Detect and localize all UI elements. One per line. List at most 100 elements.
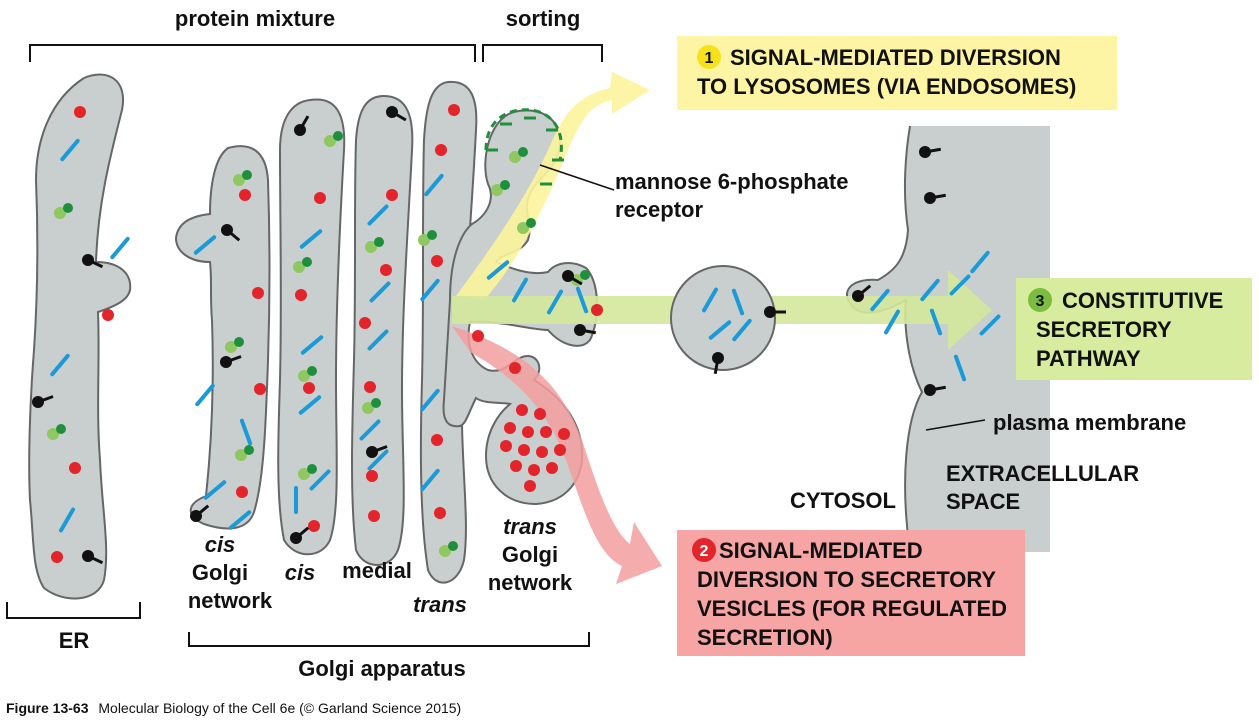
- trans-cisterna-label: trans: [413, 592, 467, 617]
- figure-caption: Figure 13-63 Molecular Biology of the Ce…: [6, 700, 461, 716]
- red-protein: [366, 470, 378, 482]
- er-cisterna: [28, 73, 132, 600]
- blue-protein: [369, 281, 391, 303]
- pathway-badge-1: [697, 45, 721, 69]
- mannose-receptor-label-line1: mannose 6-phosphate: [615, 169, 848, 194]
- red-protein: [540, 426, 552, 438]
- blue-protein: [420, 468, 440, 492]
- blue-protein: [60, 138, 80, 162]
- pathway-number-3: 3: [1036, 293, 1045, 310]
- green-protein-light: [439, 545, 451, 557]
- green-protein-light: [517, 222, 529, 234]
- figure-number: Figure 13-63: [6, 700, 89, 716]
- receptor-head: [82, 550, 94, 562]
- green-protein-light: [233, 174, 245, 186]
- blue-protein: [299, 229, 323, 249]
- cis-golgi-network-label-line3: network: [188, 588, 273, 613]
- red-protein: [102, 309, 114, 321]
- green-protein-dark: [580, 270, 590, 280]
- green-protein-dark: [500, 180, 510, 190]
- receptor-head: [32, 396, 44, 408]
- green-protein-dark: [302, 257, 312, 267]
- blue-protein: [239, 418, 253, 446]
- receptor-head: [294, 124, 306, 136]
- golgi-apparatus-bracket: [188, 632, 590, 647]
- green-protein-light: [298, 468, 310, 480]
- receptor-head: [924, 384, 936, 396]
- pathway-box-1-bg: [677, 36, 1117, 110]
- green-protein-light: [298, 370, 310, 382]
- green-protein-light: [418, 234, 430, 246]
- red-protein: [534, 408, 546, 420]
- pathway-2-line1: SIGNAL-MEDIATED: [719, 538, 923, 563]
- receptor-coat: [484, 108, 563, 161]
- red-protein: [69, 462, 81, 474]
- cis-golgi-network: [174, 145, 271, 530]
- red-protein: [380, 264, 392, 276]
- green-protein-light: [47, 428, 59, 440]
- green-protein-light: [491, 184, 503, 196]
- pathway-box-regulated: 2 SIGNAL-MEDIATED DIVERSION TO SECRETORY…: [677, 530, 1025, 656]
- red-protein: [303, 382, 315, 394]
- red-protein: [554, 444, 566, 456]
- mannose-receptor-label-line2: receptor: [615, 197, 703, 222]
- protein-mixture-label: protein mixture: [175, 6, 335, 31]
- green-protein-dark: [244, 445, 254, 455]
- green-protein-light: [225, 341, 237, 353]
- blue-protein: [979, 314, 1001, 336]
- red-protein: [509, 362, 521, 374]
- red-protein: [504, 422, 516, 434]
- blue-protein: [300, 335, 324, 355]
- extracellular-space-label-line1: EXTRACELLULAR: [946, 461, 1139, 486]
- blue-protein: [309, 469, 331, 491]
- green-protein-dark: [307, 464, 317, 474]
- trans-golgi-network-label-line3: network: [488, 570, 573, 595]
- red-protein: [434, 507, 446, 519]
- pathway-badge-2: [692, 538, 716, 562]
- blue-protein: [59, 507, 75, 533]
- red-protein: [516, 404, 528, 416]
- green-protein-dark: [448, 541, 458, 551]
- sorting-bracket: [482, 44, 603, 62]
- red-protein: [295, 289, 307, 301]
- blue-protein: [367, 449, 389, 471]
- blue-protein: [575, 286, 589, 314]
- green-protein-light: [324, 135, 336, 147]
- blue-protein: [486, 260, 510, 280]
- red-protein: [368, 510, 380, 522]
- blue-protein: [547, 289, 563, 315]
- green-protein-dark: [526, 218, 536, 228]
- receptor-head: [386, 106, 398, 118]
- green-protein-dark: [518, 147, 528, 157]
- red-protein: [308, 520, 320, 532]
- extracellular-space-label-line2: SPACE: [946, 489, 1020, 514]
- plasma-membrane-label: plasma membrane: [993, 410, 1186, 435]
- red-protein: [236, 486, 248, 498]
- red-protein: [364, 381, 376, 393]
- red-protein: [386, 189, 398, 201]
- red-protein: [510, 460, 522, 472]
- red-protein: [536, 446, 548, 458]
- blue-protein: [884, 309, 900, 335]
- cis-cisterna: [277, 98, 346, 556]
- green-protein-light: [362, 402, 374, 414]
- pathway-badge-3: [1028, 288, 1052, 312]
- pathway-3-line3: PATHWAY: [1036, 346, 1141, 371]
- blue-protein: [953, 354, 967, 382]
- medial-cisterna: [351, 94, 414, 566]
- red-protein: [51, 551, 63, 563]
- pathway-box-constitutive: 3 CONSTITUTIVE SECRETORY PATHWAY: [1016, 278, 1252, 380]
- medial-cisterna-label: medial: [342, 558, 412, 583]
- red-protein: [524, 480, 536, 492]
- blue-protein: [970, 250, 990, 274]
- blue-protein: [228, 510, 252, 530]
- trans-golgi-network-label-line2: Golgi: [502, 542, 558, 567]
- red-protein: [435, 144, 447, 156]
- blue-protein: [367, 329, 389, 351]
- pathway-3-line2: SECRETORY: [1036, 317, 1172, 342]
- red-protein: [500, 440, 512, 452]
- green-protein-dark: [56, 424, 66, 434]
- red-protein: [239, 189, 251, 201]
- receptor-head: [290, 532, 302, 544]
- blue-protein: [203, 480, 227, 500]
